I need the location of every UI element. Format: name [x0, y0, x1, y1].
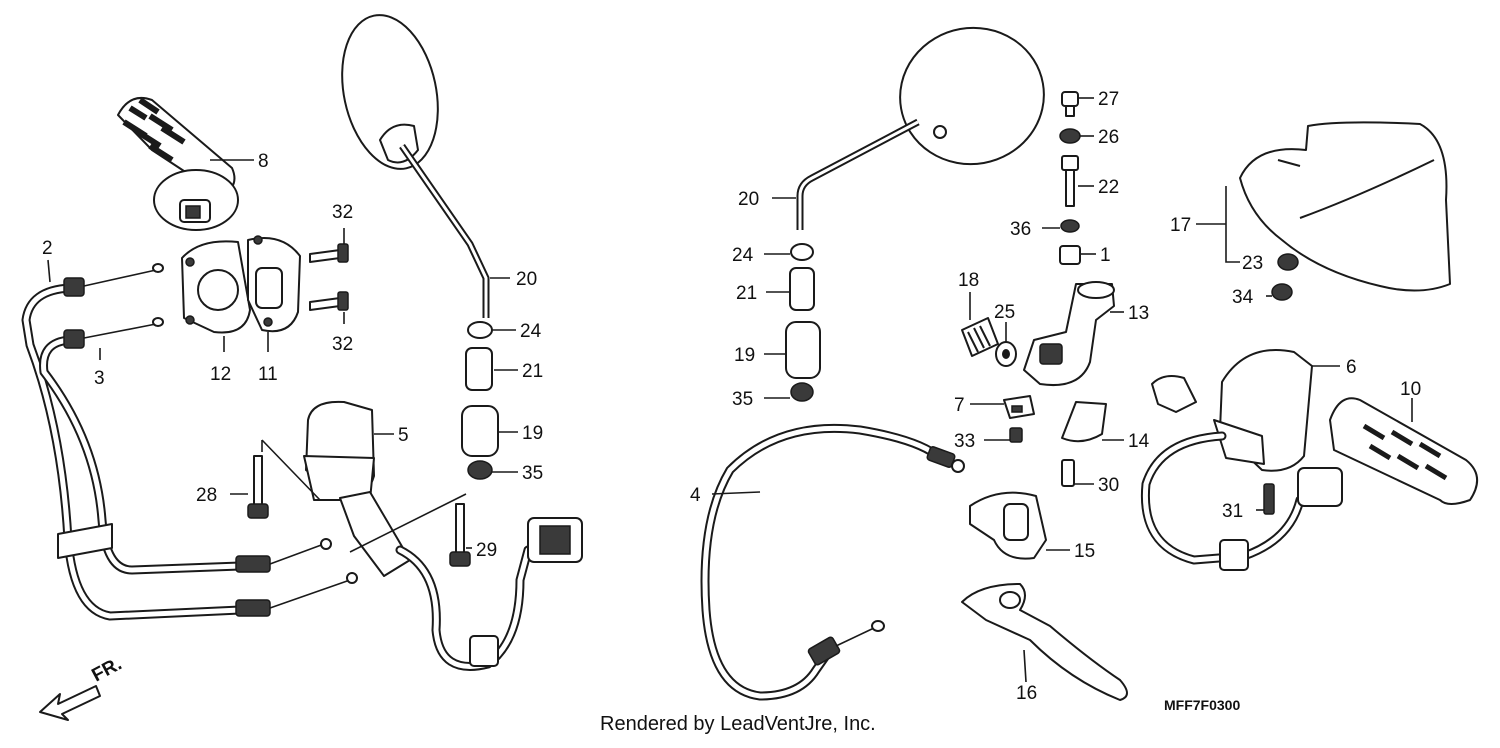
callout-2: 2	[42, 238, 53, 259]
callout-15: 15	[1074, 541, 1095, 562]
callout-19b: 19	[734, 345, 755, 366]
handlebar-cover	[1239, 121, 1451, 301]
callout-7: 7	[954, 395, 965, 416]
callout-27: 27	[1098, 89, 1119, 110]
adjuster-and-washer	[961, 317, 1017, 367]
callout-20a: 20	[516, 269, 537, 290]
left-switch-assembly	[261, 400, 583, 671]
callout-32a: 32	[332, 202, 353, 223]
callout-25: 25	[994, 302, 1015, 323]
callout-6: 6	[1346, 357, 1357, 378]
callout-labels: 8 2 3 12 11 32 32 5 28 29 20 24 21 19 35…	[42, 89, 1421, 704]
callout-28: 28	[196, 485, 217, 506]
callout-19a: 19	[522, 423, 543, 444]
callout-30: 30	[1098, 475, 1119, 496]
callout-13: 13	[1128, 303, 1149, 324]
clutch-switch-and-clamp	[969, 395, 1107, 560]
throttle-grip	[117, 96, 239, 231]
callout-17: 17	[1170, 215, 1191, 236]
callout-16: 16	[1016, 683, 1037, 704]
clutch-bracket	[1023, 91, 1115, 386]
right-mirror	[796, 26, 1045, 230]
callout-3: 3	[94, 368, 105, 389]
callout-32b: 32	[332, 334, 353, 355]
callout-36: 36	[1010, 219, 1031, 240]
callout-14: 14	[1128, 431, 1150, 452]
callout-21a: 21	[522, 361, 543, 382]
callout-12: 12	[210, 364, 231, 385]
render-credit: Rendered by LeadVentJre, Inc.	[600, 713, 876, 735]
callout-22: 22	[1098, 177, 1119, 198]
clutch-cable	[700, 423, 965, 701]
callout-33: 33	[954, 431, 975, 452]
callout-23: 23	[1242, 253, 1263, 274]
left-mirror	[341, 14, 490, 318]
callout-leaders	[47, 97, 1413, 683]
switch-screws	[247, 455, 471, 567]
callout-1: 1	[1100, 245, 1111, 266]
front-direction-label: FR.	[88, 654, 125, 687]
callout-24b: 24	[732, 245, 754, 266]
left-mount-stack	[461, 321, 499, 480]
callout-29: 29	[476, 540, 497, 561]
callout-4: 4	[690, 485, 701, 506]
callout-10: 10	[1400, 379, 1421, 400]
callout-5: 5	[398, 425, 409, 446]
callout-21b: 21	[736, 283, 757, 304]
callout-35b: 35	[732, 389, 753, 410]
callout-24a: 24	[520, 321, 542, 342]
callout-11: 11	[258, 364, 278, 385]
callout-20b: 20	[738, 189, 759, 210]
housing-screws	[309, 243, 349, 311]
right-switch-and-grip	[1140, 349, 1478, 571]
front-direction-arrow: FR.	[39, 654, 125, 721]
callout-18: 18	[958, 270, 979, 291]
right-mount-stack	[785, 243, 821, 402]
callout-8: 8	[258, 151, 269, 172]
callout-31: 31	[1222, 501, 1243, 522]
throttle-cables	[21, 263, 358, 621]
callout-34: 34	[1232, 287, 1254, 308]
clutch-lever	[961, 583, 1128, 701]
throttle-housing	[181, 235, 301, 334]
diagram-code: MFF7F0300	[1164, 697, 1240, 713]
callout-35a: 35	[522, 463, 543, 484]
callout-26: 26	[1098, 127, 1119, 148]
